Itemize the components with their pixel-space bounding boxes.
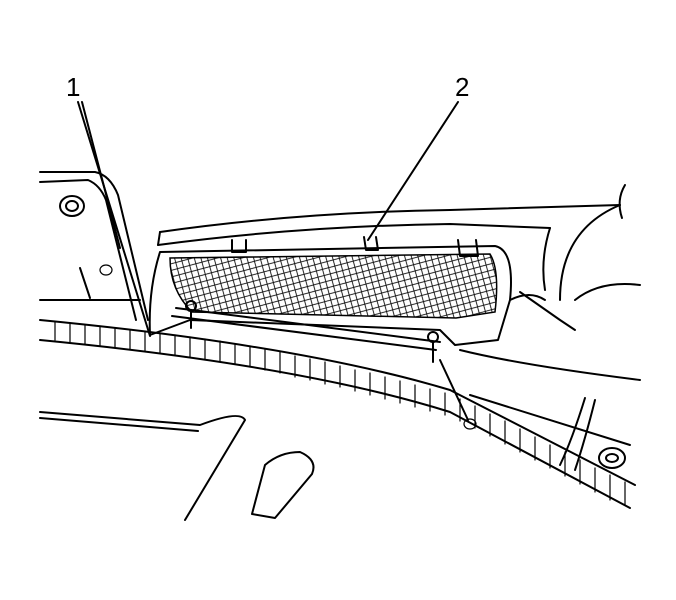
cargo-net-mesh	[169, 253, 498, 319]
callout-label-1: 1	[66, 72, 81, 102]
floor-panel	[39, 359, 477, 521]
callout-label-2: 2	[455, 72, 470, 102]
cargo-net-assembly	[148, 236, 576, 363]
wire-harness	[559, 397, 626, 471]
leader-lines	[77, 101, 459, 337]
leader-1b	[81, 101, 121, 249]
upper-panel	[157, 184, 641, 301]
sill-weatherstrip	[39, 319, 641, 509]
leader-2	[367, 101, 459, 241]
left-quarter-trim	[39, 171, 149, 321]
leader-1a	[77, 101, 151, 337]
